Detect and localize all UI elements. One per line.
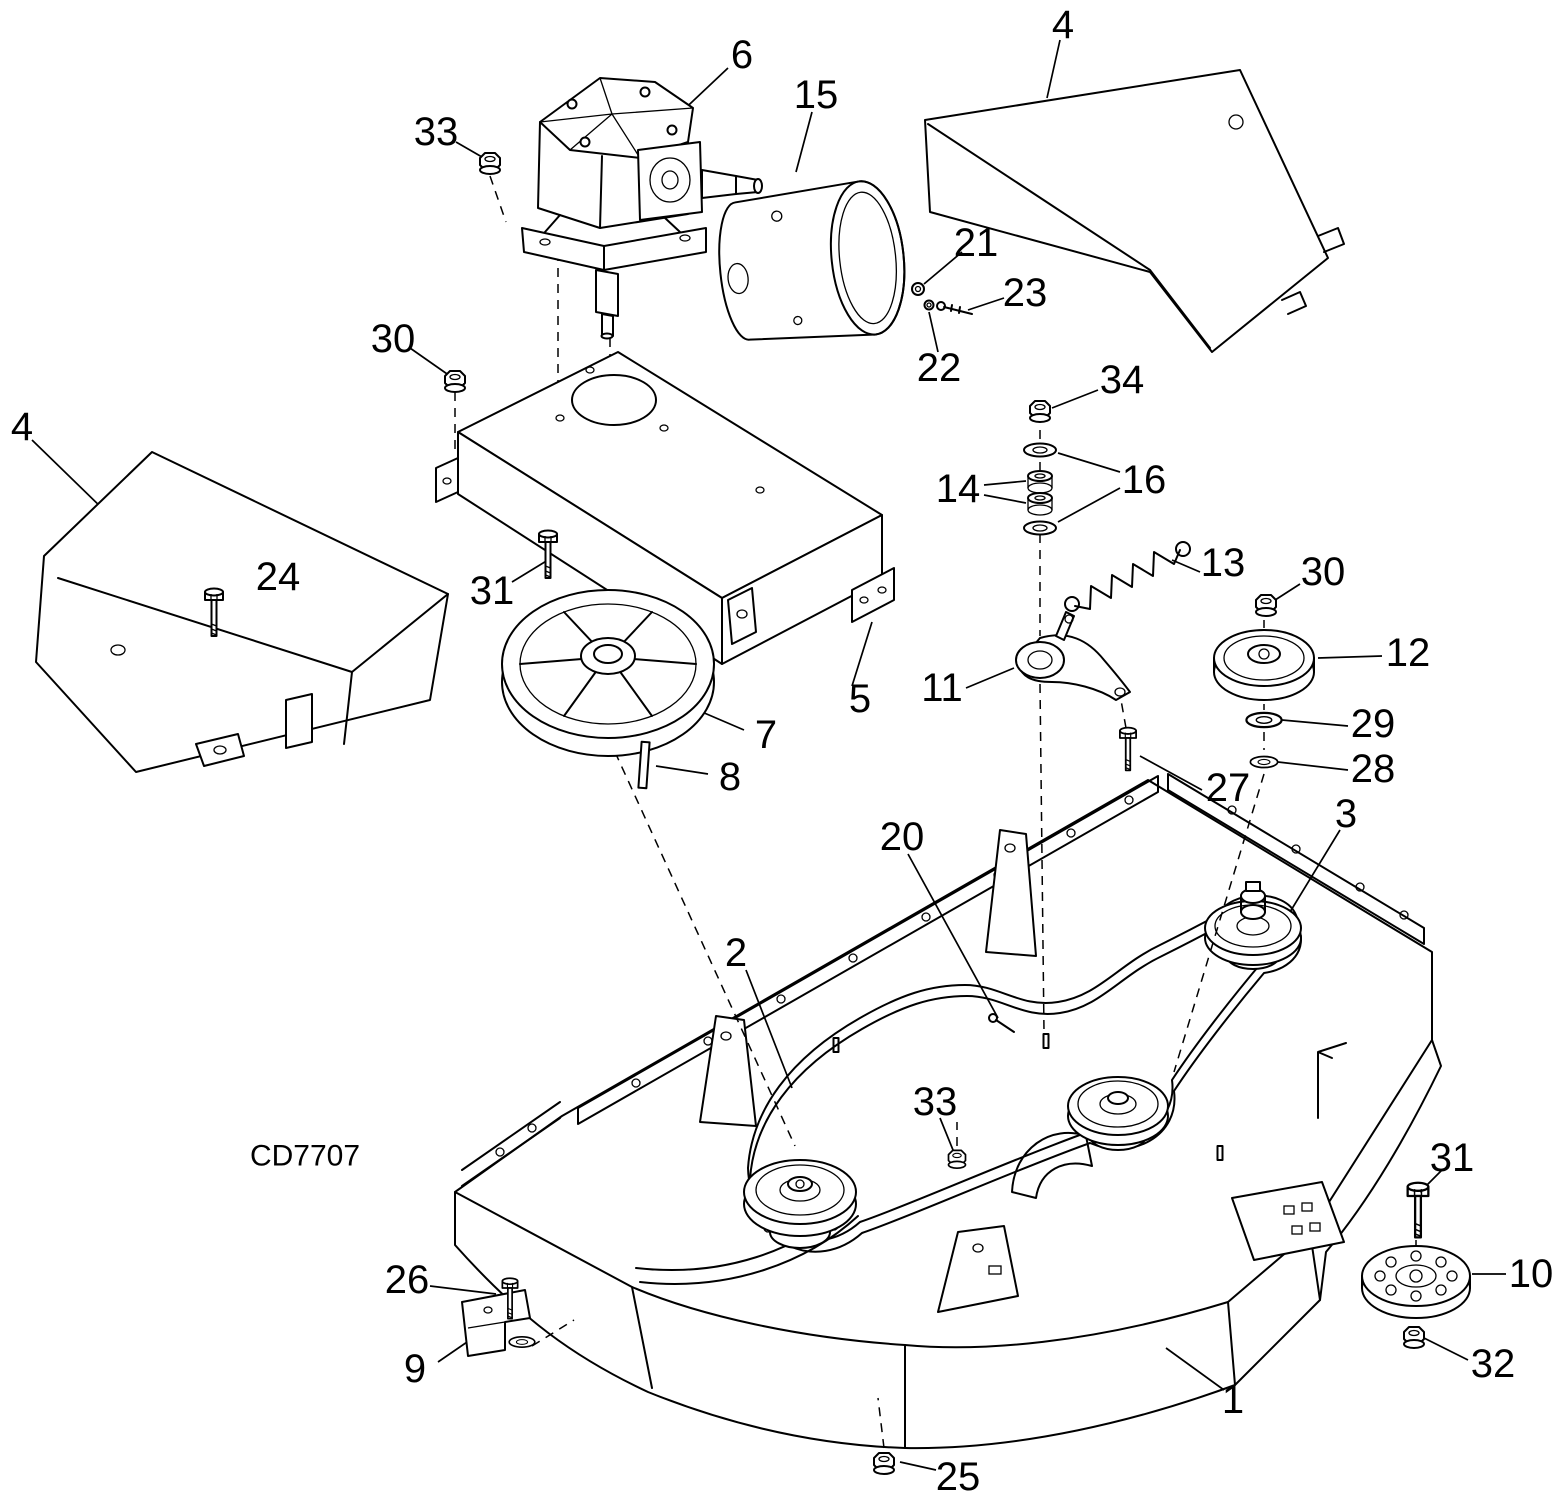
callout-12: 12: [1386, 631, 1431, 675]
callout-4-left: 4: [11, 405, 33, 449]
gearbox-part: [521, 77, 763, 340]
callout-15: 15: [794, 73, 839, 117]
callout-20: 20: [880, 815, 925, 859]
callout-23: 23: [1003, 271, 1048, 315]
diagram-code: CD7707: [250, 1140, 360, 1173]
callout-30-plate: 30: [371, 317, 416, 361]
washer-bracket: [508, 1336, 536, 1348]
callout-32: 32: [1471, 1342, 1516, 1386]
flat-idler-pulley-10-part: [1361, 1181, 1471, 1349]
clutch-drum-part: [718, 180, 906, 341]
callout-8: 8: [719, 755, 741, 799]
callout-3: 3: [1335, 792, 1357, 836]
shaft-key-part: [637, 740, 651, 790]
hex-nut-33-deck: [947, 1149, 967, 1170]
callout-2: 2: [725, 931, 747, 975]
callout-30-idler: 30: [1301, 550, 1346, 594]
spacer-14-top: [1027, 470, 1053, 494]
drive-pulley-part: [501, 589, 715, 757]
callout-13: 13: [1201, 541, 1246, 585]
washer-28: [1249, 755, 1279, 769]
callout-9: 9: [404, 1347, 426, 1391]
hex-nut-34: [1029, 400, 1051, 423]
callout-24: 24: [256, 555, 301, 599]
callout-4-top: 4: [1052, 3, 1074, 47]
idler-pulley-12-part: [1213, 594, 1315, 769]
callout-6: 6: [731, 33, 753, 77]
hex-nut-30-top: [444, 370, 466, 393]
belt-guide-pin-20: [988, 1013, 1015, 1033]
hex-nut-25: [873, 1452, 895, 1475]
chute-bracket-part: [461, 1277, 536, 1357]
hex-nut-32: [1403, 1326, 1425, 1349]
callout-29: 29: [1351, 702, 1396, 746]
spindle-left: [743, 1159, 857, 1249]
hex-nut-30-right: [1255, 594, 1277, 617]
callout-25: 25: [936, 1455, 981, 1499]
callout-7: 7: [755, 713, 777, 757]
washer-29: [1245, 711, 1283, 729]
spindle-right: [1204, 881, 1302, 970]
callout-1: 1: [1222, 1378, 1244, 1422]
belt-cover-left-part: [35, 451, 449, 773]
callout-31-plate: 31: [470, 569, 515, 613]
washer-16-top: [1023, 442, 1057, 458]
callout-33-deck: 33: [913, 1080, 958, 1124]
washer-16-bottom: [1023, 520, 1057, 536]
callout-21: 21: [954, 221, 999, 265]
idler-arm-part: [1015, 611, 1131, 701]
callout-26: 26: [385, 1258, 430, 1302]
callout-11: 11: [921, 666, 963, 710]
callout-10: 10: [1509, 1252, 1554, 1296]
callout-33-top: 33: [414, 110, 459, 154]
clutch-hardware: [911, 282, 973, 315]
spacer-14-bottom: [1027, 492, 1053, 516]
spindle-middle: [1067, 1076, 1169, 1151]
extension-spring-part: [1064, 541, 1191, 612]
belt-cover-right-part: [924, 69, 1345, 353]
callout-28: 28: [1351, 747, 1396, 791]
callout-22: 22: [917, 346, 962, 390]
callout-34: 34: [1100, 358, 1145, 402]
hex-nut-33-top: [479, 152, 501, 175]
mower-deck-part: [454, 773, 1442, 1450]
callout-16: 16: [1122, 458, 1167, 502]
bolt-27: [1119, 726, 1137, 772]
callout-5: 5: [849, 677, 871, 721]
bolt-31-right: [1406, 1181, 1430, 1239]
callout-14: 14: [936, 467, 981, 511]
callout-labels: 6 4 15 33 21 23 22 30 34 4 16 14 13 30 2…: [11, 3, 1553, 1499]
callout-27: 27: [1206, 766, 1251, 810]
callout-31-idler: 31: [1430, 1136, 1475, 1180]
